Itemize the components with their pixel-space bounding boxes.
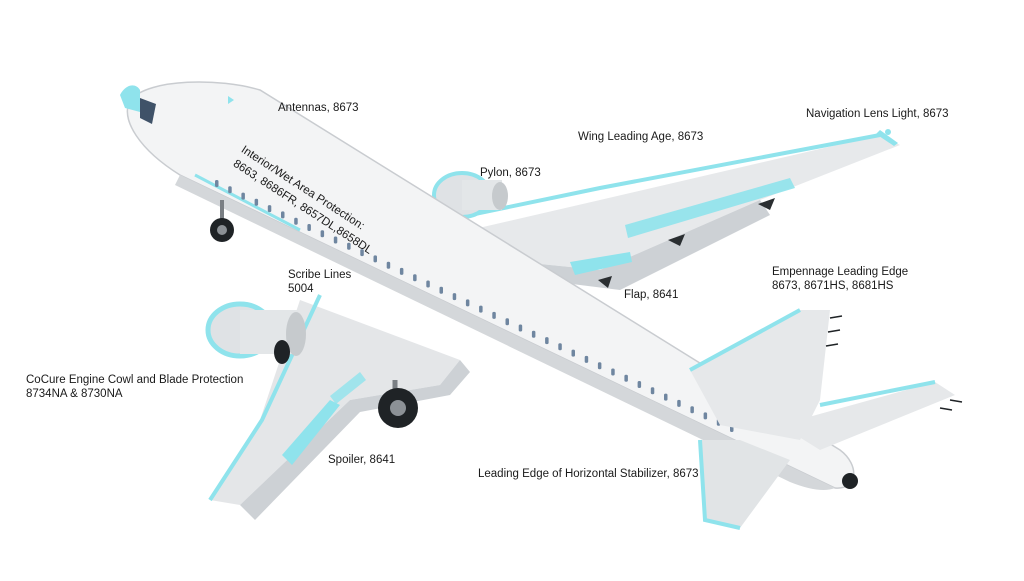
scribe-lines-label: Scribe Lines 5004 <box>288 268 351 296</box>
cabin-window <box>703 412 708 420</box>
cabin-window <box>281 211 285 219</box>
cabin-window <box>624 374 628 382</box>
cabin-window <box>545 337 549 345</box>
horizontal-stabilizer-protection <box>698 439 741 530</box>
cabin-window <box>307 224 311 231</box>
pylon-label: Pylon, 8673 <box>480 167 541 179</box>
empennage-codes: 8673, 8671HS, 8681HS <box>772 280 894 292</box>
window-row <box>215 180 734 432</box>
cabin-window <box>360 249 364 257</box>
cocure-engine-label: CoCure Engine Cowl and Blade Protection … <box>26 373 243 401</box>
empennage-leading-edge-label: Empennage Leading Edge 8673, 8671HS, 868… <box>772 265 908 293</box>
empennage-title: Empennage Leading Edge <box>772 266 909 278</box>
cabin-window <box>492 311 496 319</box>
fuselage <box>120 81 858 490</box>
wing-leading-edge-protection <box>469 133 881 217</box>
cabin-window <box>479 305 483 313</box>
cabin-window <box>426 280 430 288</box>
cabin-window <box>465 299 470 307</box>
cabin-window <box>228 186 232 194</box>
antennas-label: Antennas, 8673 <box>278 102 359 114</box>
cabin-window <box>571 349 575 357</box>
cabin-window <box>637 381 642 388</box>
scribe-lines-title: Scribe Lines <box>288 269 352 281</box>
cabin-window <box>439 286 443 294</box>
landing-gear <box>210 200 418 428</box>
navigation-lens-light <box>885 129 891 135</box>
spoiler-label: Spoiler, 8641 <box>328 454 396 466</box>
empennage-leading-edge-protection <box>689 308 801 372</box>
near-engine <box>205 301 306 364</box>
horizontal-stabilizer <box>698 380 963 530</box>
navigation-lens-light-label: Navigation Lens Light, 8673 <box>806 108 949 120</box>
cabin-window <box>215 180 219 187</box>
spoiler-protection <box>282 400 340 465</box>
wing-leading-edge-label: Wing Leading Age, 8673 <box>578 131 704 143</box>
cabin-window <box>677 399 681 407</box>
cabin-window <box>333 236 338 244</box>
vertical-stabilizer <box>689 308 843 440</box>
cocure-title: CoCure Engine Cowl and Blade Protection <box>26 374 244 386</box>
cabin-window <box>558 343 562 351</box>
cabin-window <box>399 267 404 275</box>
cabin-window <box>452 293 457 301</box>
cabin-window <box>584 355 589 363</box>
right-wing <box>469 130 900 290</box>
cocure-codes: 8734NA & 8730NA <box>26 388 123 400</box>
scribe-lines-code: 5004 <box>288 283 314 295</box>
cabin-window <box>531 330 536 338</box>
cabin-window <box>413 274 417 282</box>
horizontal-stabilizer-label: Leading Edge of Horizontal Stabilizer, 8… <box>478 468 699 480</box>
cabin-window <box>347 242 351 250</box>
cabin-window <box>611 368 615 376</box>
cabin-window <box>386 261 391 269</box>
cabin-window <box>267 205 272 213</box>
cabin-window <box>373 255 377 263</box>
cabin-window <box>597 362 602 370</box>
cabin-window <box>320 230 325 238</box>
flap-label: Flap, 8641 <box>624 289 679 301</box>
cabin-window <box>254 198 259 206</box>
cabin-window <box>241 192 245 200</box>
cabin-window <box>664 393 668 401</box>
cabin-window <box>650 387 655 395</box>
cabin-window <box>294 217 298 225</box>
cabin-window <box>518 324 523 332</box>
cabin-window <box>505 318 509 326</box>
cabin-window <box>690 406 694 414</box>
